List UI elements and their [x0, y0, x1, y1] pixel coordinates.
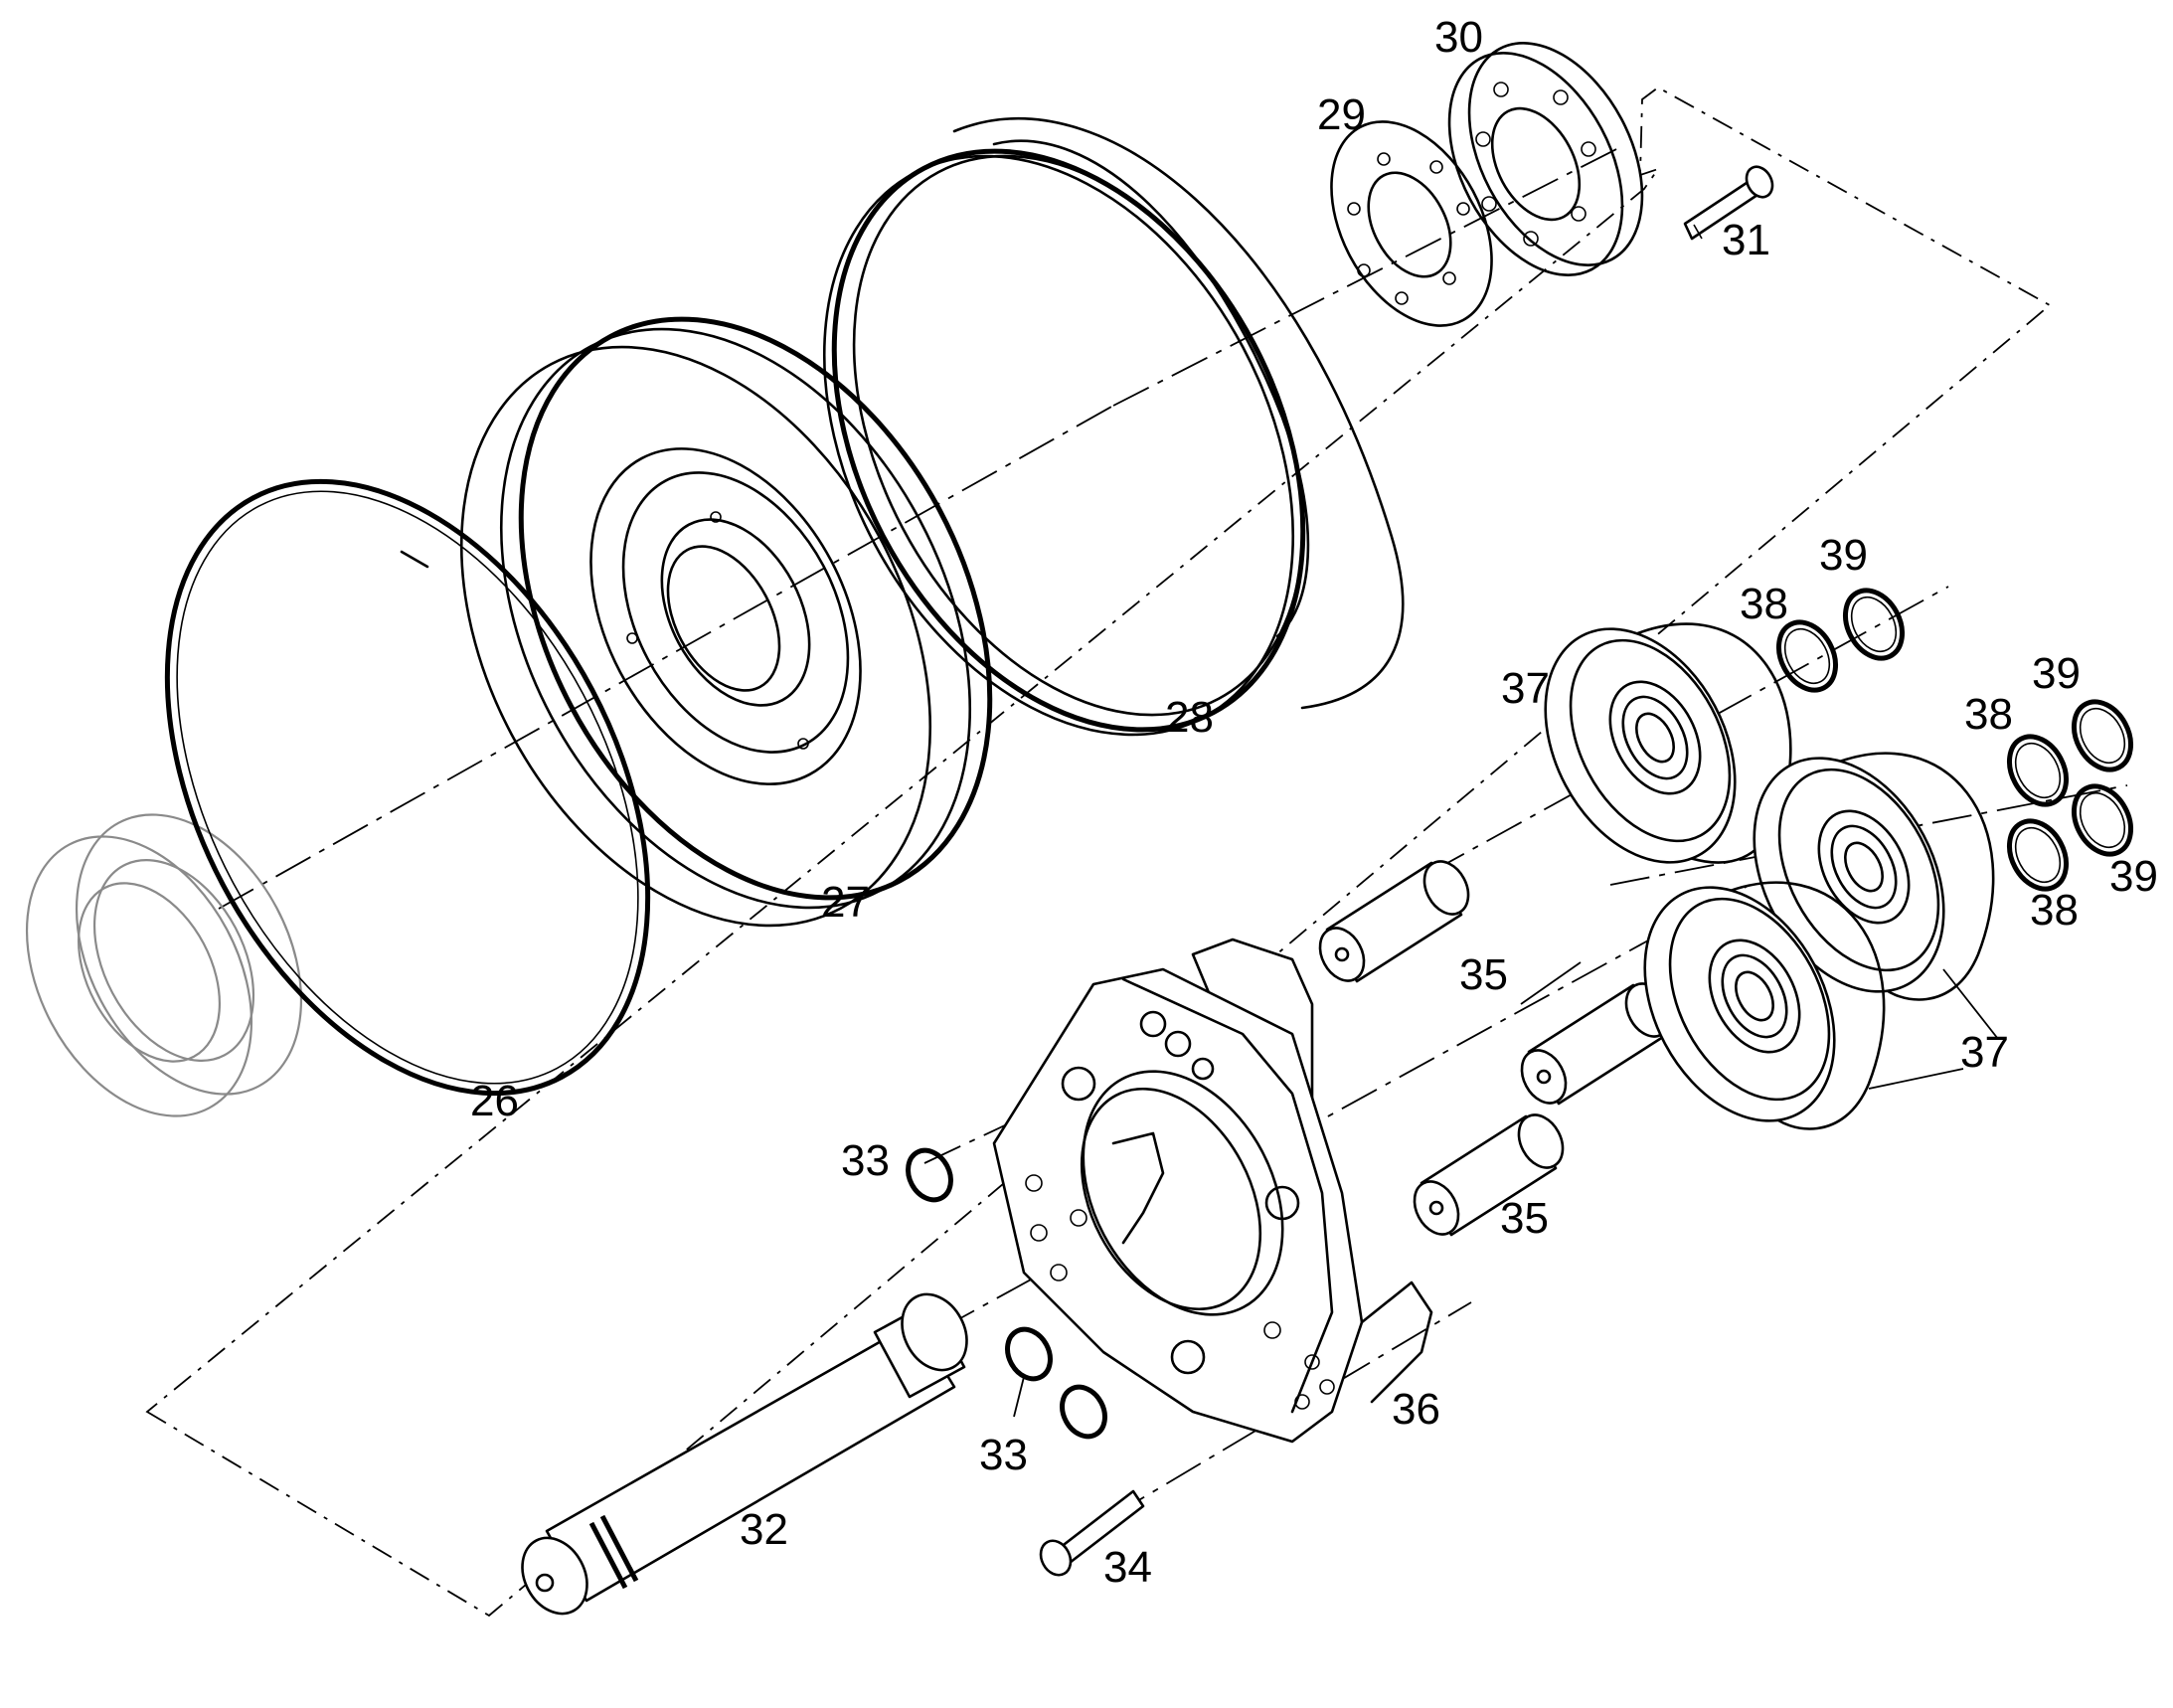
callout-38-upper: 38	[1740, 580, 1788, 628]
callout-39-right-top: 39	[2032, 649, 2081, 698]
ring-39-upper	[1842, 588, 1906, 661]
pin-35-upper	[1318, 860, 1470, 983]
callout-39-upper: 39	[1819, 531, 1868, 580]
callout-28: 28	[1165, 693, 1214, 742]
flange-30	[1447, 42, 1644, 276]
ring-39-right-top	[2071, 699, 2134, 772]
callout-37-right: 37	[1960, 1028, 2009, 1077]
callout-38-right-top: 38	[1964, 690, 2013, 739]
circlip-33-upper	[906, 1147, 953, 1203]
callout-39-right-bottom: 39	[2109, 852, 2158, 901]
leader-lines	[1013, 961, 1999, 1418]
callout-35-upper: 35	[1459, 950, 1508, 999]
pin-35-lower	[1413, 1113, 1565, 1237]
assembly-frame-outline	[145, 85, 2052, 1618]
callout-36: 36	[1392, 1385, 1440, 1434]
split-ring-26	[164, 478, 651, 1097]
brake-disc-27	[459, 316, 993, 928]
shaft-32	[521, 1292, 968, 1616]
bolt-34	[1039, 1489, 1145, 1577]
gasket-29	[1330, 120, 1493, 327]
bolt-31	[1683, 165, 1774, 241]
callout-33-lower: 33	[979, 1431, 1028, 1479]
callout-34: 34	[1103, 1543, 1152, 1592]
circlip-33-lower-b	[1060, 1384, 1107, 1440]
callout-37-upper: 37	[1501, 664, 1550, 713]
callout-29: 29	[1317, 90, 1366, 139]
callout-33-upper: 33	[841, 1136, 890, 1185]
roller-37-right	[1753, 752, 1995, 1001]
roller-37-upper	[1544, 622, 1792, 864]
bracket-36	[992, 938, 1433, 1444]
circlip-33-lower-a	[1005, 1326, 1053, 1382]
callout-35-lower: 35	[1500, 1194, 1549, 1243]
axis-main	[218, 405, 1114, 910]
callout-31: 31	[1722, 216, 1770, 264]
bearing-26	[25, 813, 303, 1117]
ring-38-right-top	[2006, 734, 2070, 807]
callouts: 26 27 28 29 30 31 32 33 33 34 35 35 36 3…	[470, 13, 2158, 1592]
callout-27: 27	[821, 878, 870, 927]
ring-38-right-bottom	[2006, 818, 2070, 892]
callout-38-right-bottom: 38	[2030, 886, 2079, 935]
brake-drum-28	[822, 117, 1405, 737]
roller-37-lower	[1643, 881, 1886, 1130]
callout-32: 32	[740, 1505, 788, 1554]
callout-26: 26	[470, 1077, 519, 1125]
callout-30: 30	[1434, 13, 1483, 62]
ring-38-upper	[1775, 619, 1839, 693]
ring-39-right-bottom	[2071, 783, 2134, 857]
